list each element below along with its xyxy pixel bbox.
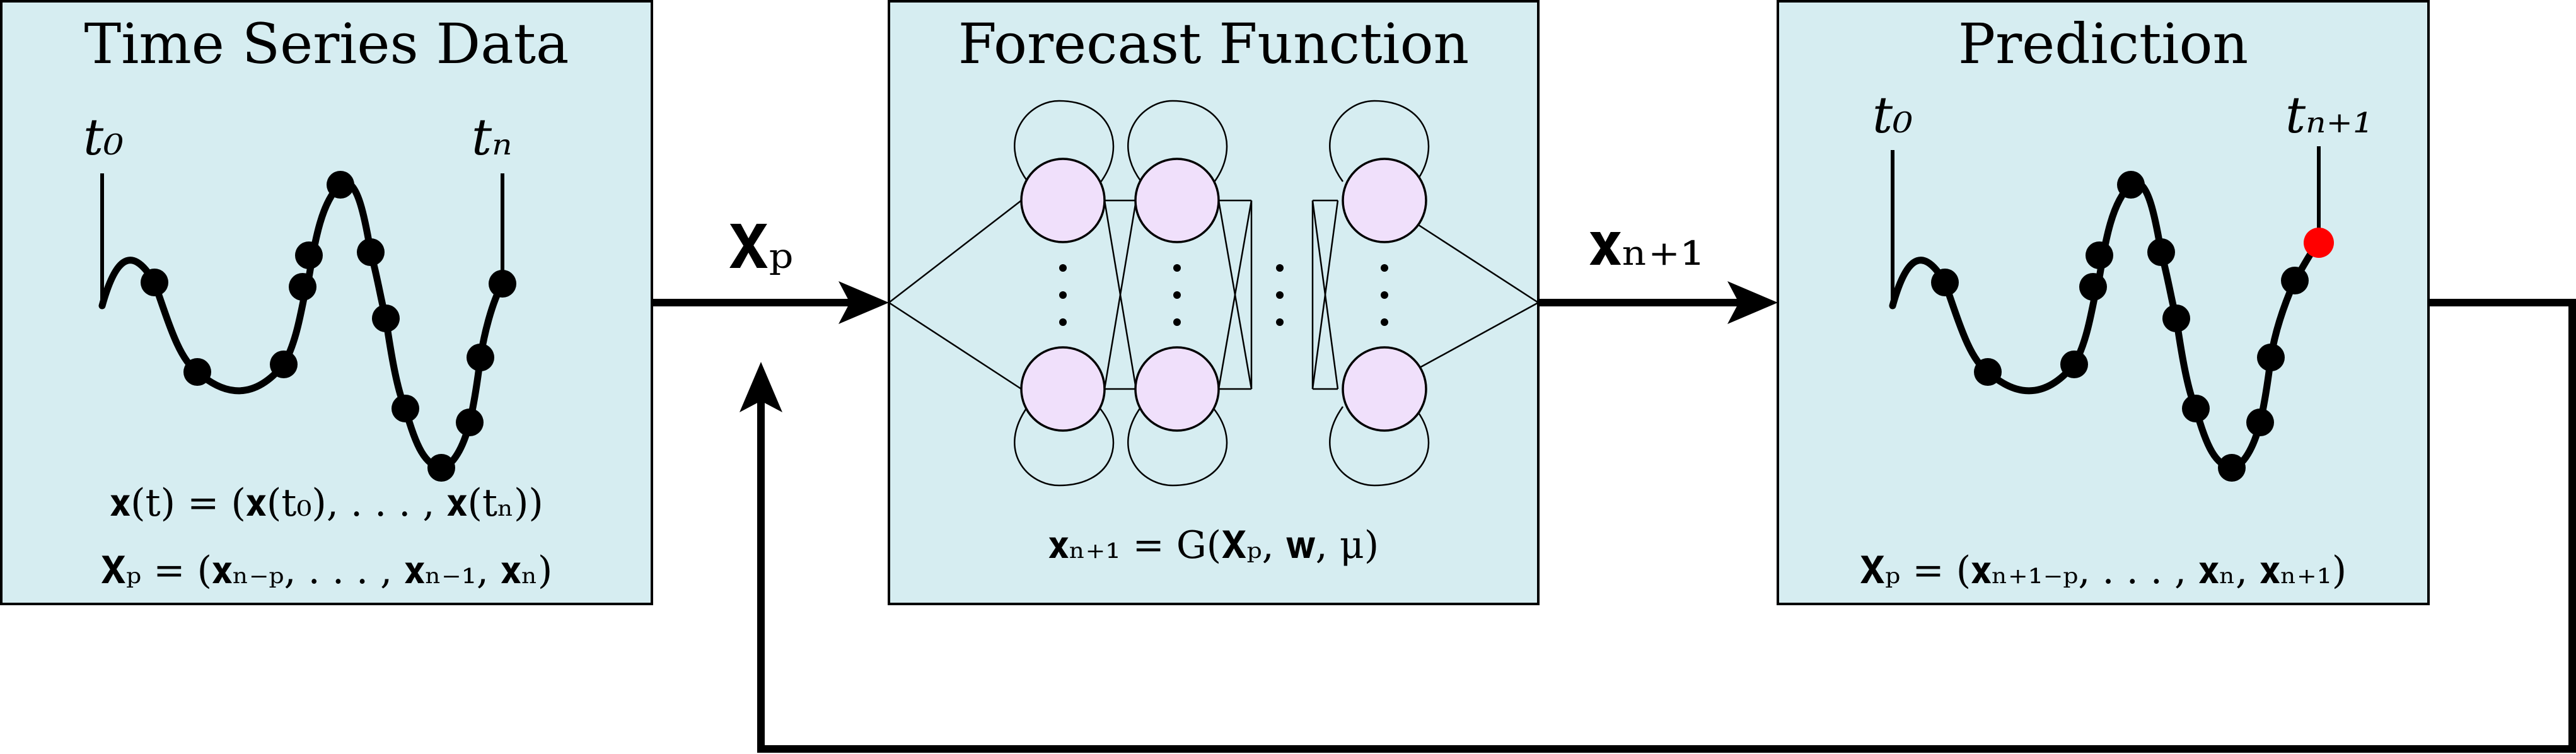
arrowhead-feedback-loop (740, 362, 782, 412)
data-point (1974, 358, 2002, 386)
flow-arrows (652, 281, 2576, 753)
data-point (372, 304, 400, 332)
data-point (270, 351, 298, 378)
data-point (289, 273, 316, 301)
recurrent-loops (1014, 100, 1430, 487)
panel-time-series: Time Series Data t₀ tₙ 𝐱(t) = (𝐱(t₀), . … (0, 0, 653, 605)
formula-forecast: 𝐱ₙ₊₁ = G(𝐗ₚ, 𝐰, μ) (1048, 523, 1379, 567)
data-point (183, 358, 211, 386)
arrow-label-next: 𝐱ₙ₊₁ (1589, 209, 1704, 279)
data-point (1931, 269, 1959, 296)
panel-prediction-title: Prediction (1958, 11, 2248, 76)
tick-label-t0: t₀ (83, 108, 124, 166)
data-point (2060, 351, 2088, 378)
arrow-label-window: 𝐗ₚ (728, 212, 793, 282)
neuron (1134, 158, 1220, 243)
data-point (2147, 238, 2175, 266)
data-point (2086, 241, 2113, 269)
panel-forecast-box (888, 0, 1540, 605)
formula-window: 𝐗ₚ = (𝐱ₙ₋ₚ, . . . , 𝐱ₙ₋₁, 𝐱ₙ) (101, 548, 553, 593)
neurons (1020, 158, 1427, 432)
neural-network (888, 100, 1539, 487)
panel-forecast-function: Forecast Function (888, 0, 1540, 605)
ellipsis-dots (1059, 264, 1388, 326)
data-point (2162, 304, 2190, 332)
data-point (2117, 171, 2145, 199)
data-point (2079, 273, 2107, 301)
panel-time-series-box (0, 0, 653, 605)
formula-series: 𝐱(t) = (𝐱(t₀), . . . , 𝐱(tₙ)) (110, 481, 543, 525)
panel-prediction: Prediction t₀ tₙ₊₁ 𝐗ₚ = (𝐱ₙ₊₁₋ₚ, . . . ,… (1777, 0, 2430, 605)
data-point (392, 395, 419, 422)
neuron (1020, 346, 1106, 432)
data-point (141, 269, 168, 296)
tick-label-t0: t₀ (1872, 86, 1913, 144)
data-point (2257, 344, 2285, 371)
panel-time-series-title: Time Series Data (84, 11, 569, 76)
neuron (1342, 158, 1427, 243)
data-point (2182, 395, 2210, 422)
data-point (327, 171, 354, 199)
panel-forecast-title: Forecast Function (958, 11, 1469, 76)
formula-window-updated: 𝐗ₚ = (𝐱ₙ₊₁₋ₚ, . . . , 𝐱ₙ, 𝐱ₙ₊₁) (1860, 548, 2347, 593)
predicted-point (2304, 228, 2334, 258)
data-point (295, 241, 323, 269)
arrowhead-input-to-model (838, 281, 889, 324)
data-point (2218, 454, 2246, 482)
data-point (2281, 267, 2309, 294)
tick-label-tn: tₙ (472, 108, 513, 166)
neuron (1020, 158, 1106, 243)
neuron (1134, 346, 1220, 432)
feedback-loop-arrow (757, 299, 2576, 753)
neuron (1342, 346, 1427, 432)
data-point (357, 238, 385, 266)
time-series-points (141, 171, 516, 482)
data-point (427, 454, 455, 482)
data-point (456, 409, 484, 436)
tick-label-tn1: tₙ₊₁ (2285, 86, 2373, 144)
panel-prediction-box (1777, 0, 2430, 605)
prediction-points (1931, 171, 2334, 482)
data-point (489, 270, 516, 298)
data-point (467, 344, 494, 371)
arrowhead-model-to-output (1727, 281, 1778, 324)
network-connections (888, 199, 1539, 390)
data-point (2246, 409, 2274, 436)
